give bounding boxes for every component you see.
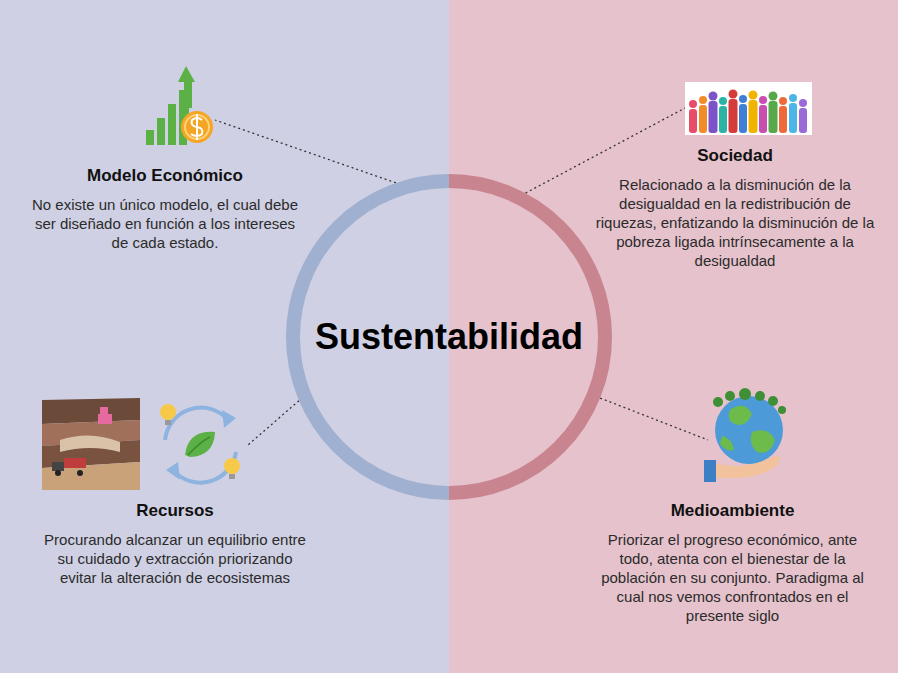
topic-heading: Modelo Económico xyxy=(30,165,300,186)
topic-description: Procurando alcanzar un equilibrio entre … xyxy=(40,530,310,587)
topic-description: Relacionado a la disminución de la desig… xyxy=(593,175,878,270)
topic-block: MedioambientePriorizar el progreso econó… xyxy=(585,390,880,640)
topic-block: SociedadRelacionado a la disminución de … xyxy=(590,75,880,285)
people-icon xyxy=(685,82,812,135)
center-circle: Sustentabilidad xyxy=(286,174,612,500)
dotted-leader xyxy=(248,401,299,445)
mining-icon xyxy=(42,398,140,490)
topic-heading: Sociedad xyxy=(590,145,880,166)
economy-icon xyxy=(146,66,213,145)
cycle-icon xyxy=(160,404,240,483)
topic-description: No existe un único modelo, el cual debe … xyxy=(30,195,300,252)
topic-heading: Recursos xyxy=(30,500,320,521)
topic-heading: Medioambiente xyxy=(585,500,880,521)
center-title: Sustentabilidad xyxy=(315,316,583,358)
topic-block: Modelo Económico No existe un único model… xyxy=(30,60,300,258)
globe-icon xyxy=(704,388,786,482)
topic-block: RecursosProcurando alcanzar un equilibri… xyxy=(30,390,320,620)
dotted-leader xyxy=(600,398,708,440)
topic-description: Priorizar el progreso económico, ante to… xyxy=(590,530,875,625)
